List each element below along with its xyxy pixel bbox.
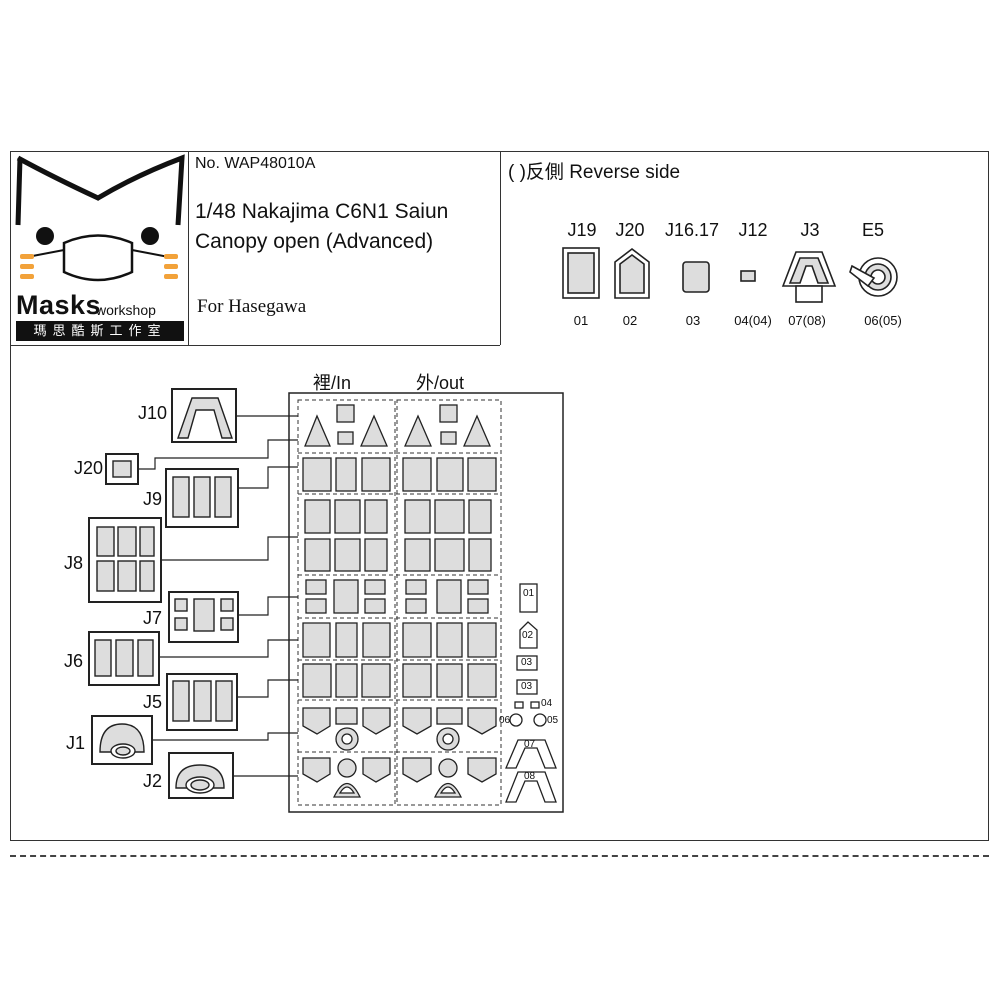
part-label-j10: J10 [138,403,168,423]
part-label-j9: J9 [143,489,163,509]
sheet-code-01: 01 [523,588,535,599]
cut-line [10,855,989,857]
sheet-code: WAP48010A [516,432,532,518]
brand-chinese-name: 瑪思酷斯工作室 [16,321,184,341]
brand-name: Masks [16,290,102,320]
ref-code-03: 03 [685,313,701,328]
sheet-code-07: 07 [524,739,536,750]
title-divider [500,151,501,345]
sheet-code-04: 04 [541,698,553,709]
product-number: No. WAP48010A [195,155,316,172]
title-line-1: 1/48 Nakajima C6N1 Saiun [195,200,449,223]
main-frame [10,151,989,841]
ref-label-j16-17: J16.17 [664,220,720,240]
ref-label-j19: J19 [567,220,597,240]
ref-label-j20: J20 [615,220,645,240]
logo-divider [188,151,189,345]
sheet-code-08: 08 [524,771,536,782]
ref-label-j3: J3 [800,220,820,240]
ref-code-04: 04(04) [734,313,772,328]
ref-code-01: 01 [573,313,589,328]
brand-suffix: workshop [96,302,156,318]
part-label-j5: J5 [143,692,163,712]
sheet-code-03b: 03 [521,681,533,692]
part-label-j8: J8 [64,553,84,573]
part-label-j7: J7 [143,608,163,628]
sheet-code-05: 05 [547,715,559,726]
part-label-j20: J20 [74,458,104,478]
part-label-j1: J1 [66,733,86,753]
part-label-j6: J6 [64,651,84,671]
for-kit: For Hasegawa [197,296,307,317]
ref-label-j12: J12 [738,220,768,240]
sheet-code-06: 06 [499,715,511,726]
inner-side-label: 裡/In [313,373,352,393]
sheet-code-03a: 03 [521,657,533,668]
reverse-side-note: ( )反側 Reverse side [508,162,681,183]
ref-code-07: 07(08) [788,313,826,328]
sheet-code-02: 02 [522,630,534,641]
ref-code-02: 02 [622,313,638,328]
part-label-j2: J2 [143,771,163,791]
outer-side-label: 外/out [416,373,465,393]
ref-code-06: 06(05) [864,313,902,328]
ref-label-e5: E5 [861,220,885,240]
title-line-2: Canopy open (Advanced) [195,230,434,253]
header-divider [10,345,500,346]
